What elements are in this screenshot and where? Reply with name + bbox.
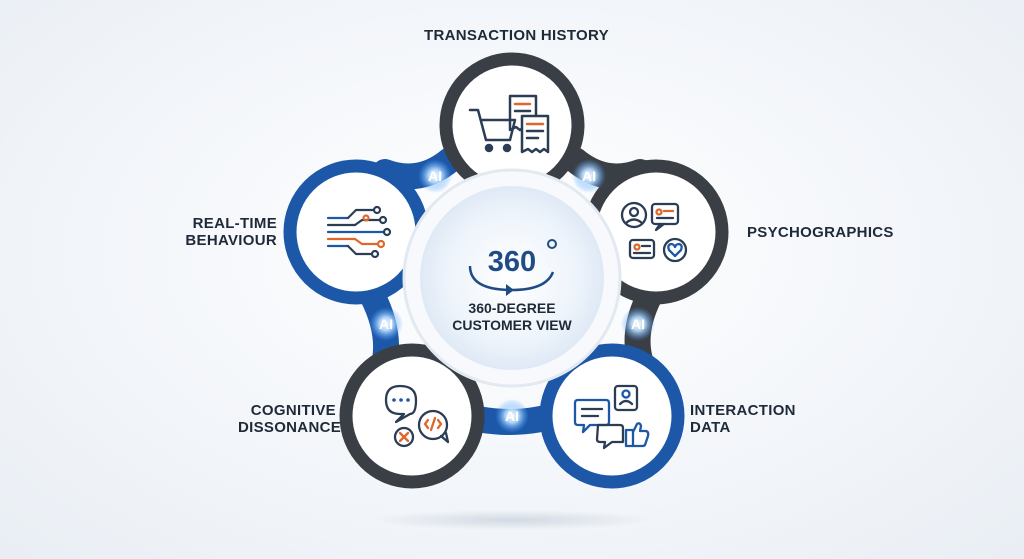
label-cognitive-dissonance: COGNITIVE DISSONANCE bbox=[238, 402, 342, 436]
label-realtime-line2: BEHAVIOUR bbox=[185, 232, 277, 249]
ring-cognitive bbox=[339, 343, 485, 489]
svg-text:AI: AI bbox=[428, 168, 442, 184]
rotation-360-icon: 360 bbox=[468, 239, 557, 296]
label-real-time-behaviour: REAL-TIME BEHAVIOUR bbox=[183, 215, 277, 249]
ai-node-top-left: AI bbox=[418, 159, 452, 193]
label-interaction-data: INTERACTION DATA bbox=[690, 402, 796, 436]
label-interaction-line1: INTERACTION bbox=[690, 402, 796, 419]
psychographics-profile-icon bbox=[620, 201, 688, 263]
ai-node-right: AI bbox=[621, 307, 655, 341]
label-cognitive-line1: COGNITIVE bbox=[250, 402, 336, 419]
label-psychographics: PSYCHOGRAPHICS bbox=[747, 224, 894, 241]
center-title-line1: 360-DEGREE bbox=[468, 300, 556, 316]
label-realtime-line1: REAL-TIME bbox=[192, 215, 277, 232]
svg-text:AI: AI bbox=[631, 316, 645, 332]
center-title-line2: CUSTOMER VIEW bbox=[452, 317, 572, 333]
label-psychographics-line1: PSYCHOGRAPHICS bbox=[747, 224, 894, 241]
interaction-chat-icon bbox=[573, 384, 650, 450]
shopping-cart-receipt-icon bbox=[468, 94, 550, 154]
center-title: 360-DEGREE CUSTOMER VIEW bbox=[420, 300, 604, 334]
ai-node-bottom: AI bbox=[495, 399, 529, 433]
svg-text:AI: AI bbox=[379, 316, 393, 332]
ai-node-top-right: AI bbox=[572, 159, 606, 193]
circuit-behaviour-icon bbox=[326, 205, 392, 259]
label-cognitive-line2: DISSONANCE bbox=[238, 419, 342, 436]
ai-node-left: AI bbox=[369, 307, 403, 341]
ring-interaction bbox=[539, 343, 685, 489]
center-hub bbox=[420, 186, 604, 370]
cognitive-speech-icon bbox=[384, 384, 450, 448]
label-transaction-line1: TRANSACTION HISTORY bbox=[424, 27, 609, 44]
ground-shadow bbox=[372, 510, 652, 530]
svg-text:AI: AI bbox=[505, 408, 519, 424]
svg-text:AI: AI bbox=[582, 168, 596, 184]
label-transaction-history: TRANSACTION HISTORY bbox=[424, 27, 609, 44]
center-badge: 360 bbox=[488, 246, 536, 278]
label-interaction-line2: DATA bbox=[690, 419, 731, 436]
